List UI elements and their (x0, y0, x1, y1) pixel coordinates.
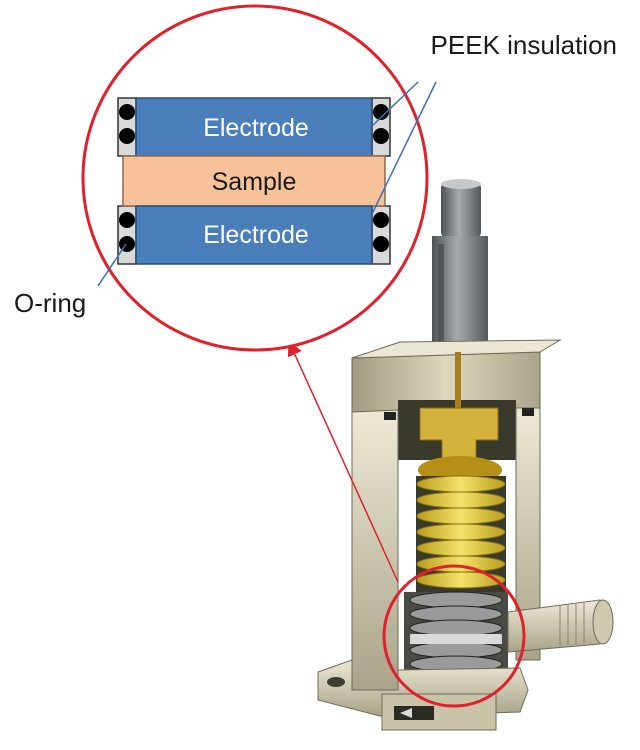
oring-leader (97, 243, 127, 287)
o-ring (119, 212, 135, 228)
rod-top-cap (441, 182, 481, 238)
peek-leader-bottom (371, 81, 437, 215)
peek-insulation-label: PEEK insulation (431, 30, 617, 60)
needle (455, 352, 461, 410)
peek-leader-top (371, 81, 419, 127)
o-rings (119, 104, 389, 252)
o-ring (373, 128, 389, 144)
highlight-circle-small (382, 564, 526, 708)
spring (416, 475, 506, 608)
electrode-top-label: Electrode (203, 114, 309, 142)
o-ring (119, 104, 135, 120)
electrode-bottom-label: Electrode (203, 221, 309, 249)
sample-label: Sample (212, 168, 297, 196)
magnified-view: Electrode Sample Electrode (81, 4, 429, 352)
electrode-bottom-block (135, 205, 373, 265)
o-ring-label: O-ring (14, 288, 86, 318)
o-ring (119, 128, 135, 144)
cell-assembly (317, 179, 614, 731)
o-ring (373, 104, 389, 120)
housing-left-wall (351, 409, 399, 691)
sample-block (122, 155, 386, 207)
o-ring (373, 212, 389, 228)
electrode-top-block (135, 97, 373, 157)
magnify-arrow (287, 340, 399, 583)
o-ring (373, 236, 389, 252)
